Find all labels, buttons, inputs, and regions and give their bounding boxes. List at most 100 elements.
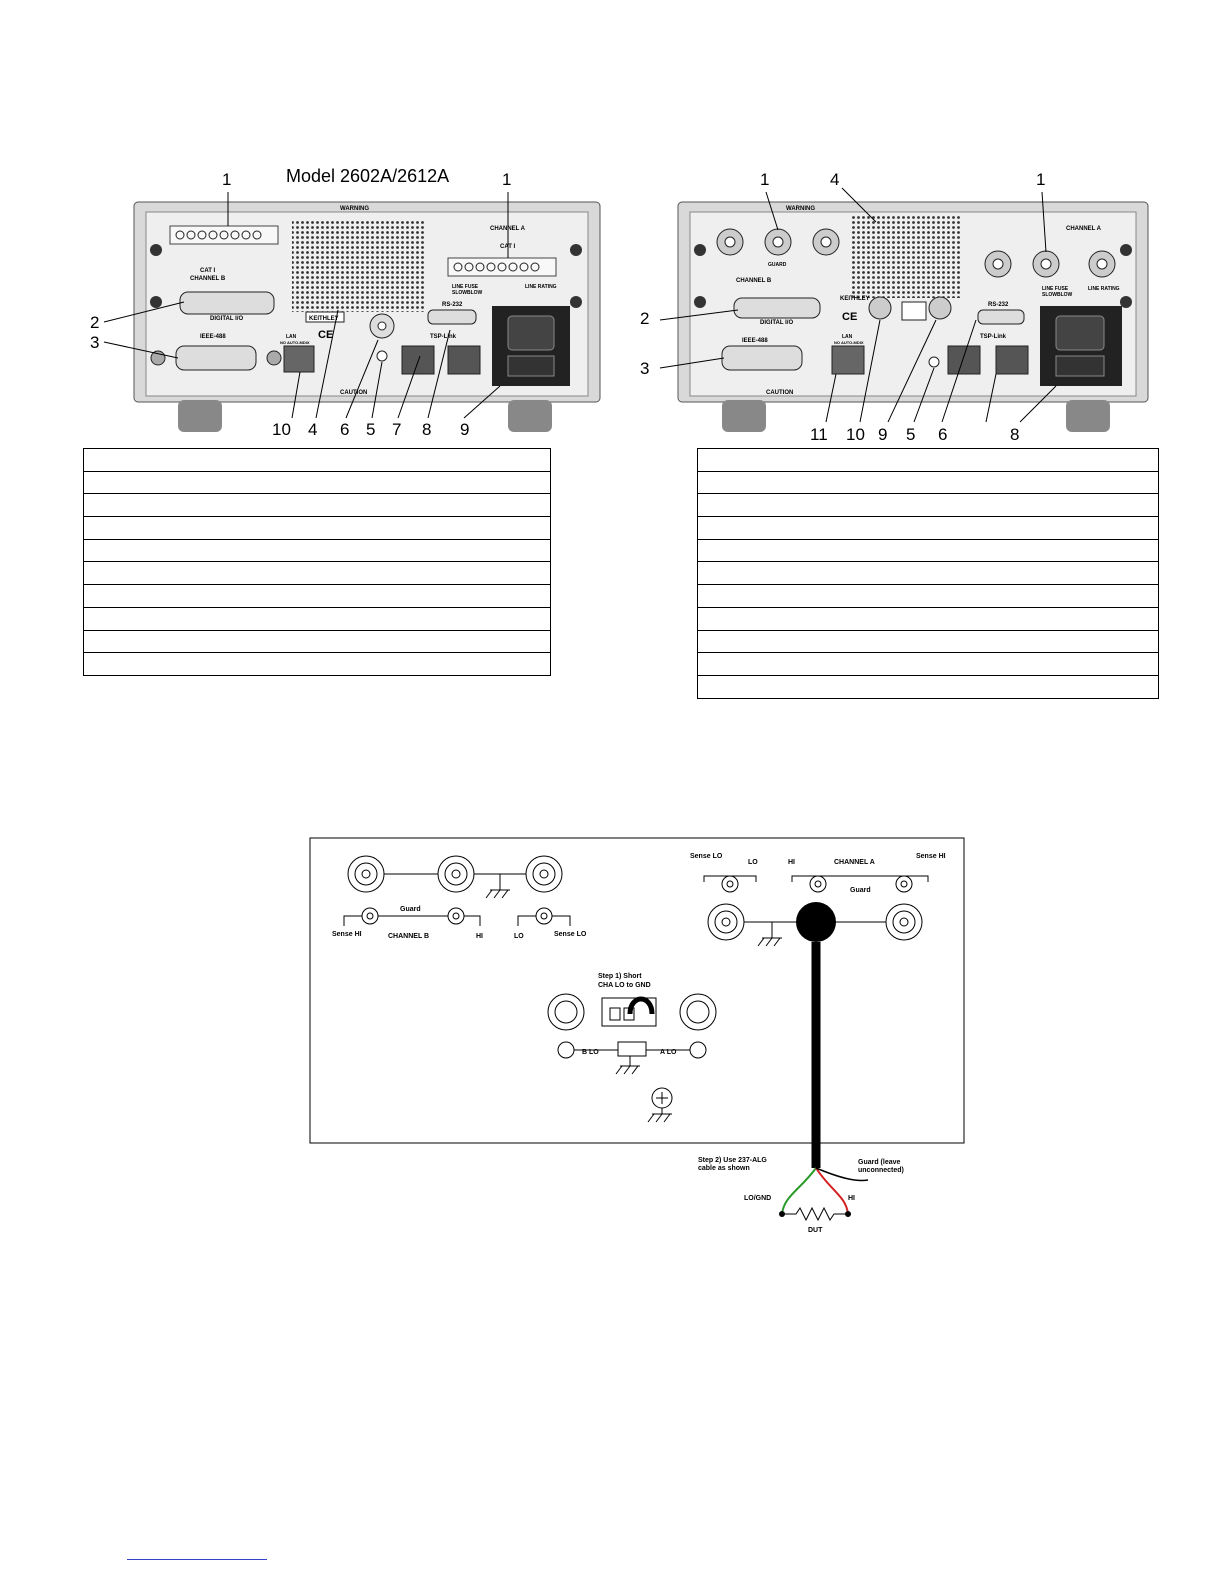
left-callout-4: 4 — [308, 420, 318, 439]
right-channel-b-label: CHANNEL B — [736, 278, 772, 284]
channel-b-terminal-strip — [169, 225, 279, 245]
wiring-hi-out: HI — [848, 1195, 855, 1202]
wiring-lo-b: LO — [514, 933, 524, 940]
left-ce: CE — [318, 329, 333, 341]
table-row — [698, 449, 1158, 472]
left-lan-sub: NO AUTO-MDIX — [280, 340, 310, 345]
right-ground-screw-icon — [928, 356, 940, 368]
right-ieee-label: IEEE-488 — [742, 338, 768, 344]
right-lan-label: LAN — [842, 334, 853, 340]
channel-b-terminals — [175, 230, 262, 240]
left-tsp-port-2 — [447, 345, 481, 375]
left-callout-2: 2 — [90, 313, 100, 332]
left-callout-10: 10 — [272, 420, 291, 439]
left-digital-io-label: DIGITAL I/O — [210, 316, 243, 322]
wiring-sense-hi-b: Sense HI — [332, 931, 362, 938]
wiring-hi-a-top: HI — [788, 859, 795, 866]
table-row — [84, 653, 550, 676]
table-row — [84, 562, 550, 586]
wiring-frame — [309, 837, 965, 1144]
left-tsp-port-1 — [401, 345, 435, 375]
right-brand: KEITHLEY — [840, 296, 870, 302]
dut-resistor-icon — [782, 1206, 848, 1222]
channel-a-terminal-strip — [447, 257, 557, 277]
table-row — [84, 540, 550, 563]
left-rs232-connector — [427, 309, 477, 325]
table-row — [84, 517, 550, 540]
left-lan-label: LAN — [286, 334, 297, 340]
left-callout-9: 9 — [460, 420, 470, 439]
wiring-lo-a: LO — [748, 859, 758, 866]
table-row — [698, 676, 1158, 699]
right-callout-4: 4 — [830, 170, 840, 189]
screw-icon — [1120, 244, 1132, 256]
wiring-a-lo: A LO — [660, 1049, 677, 1056]
table-row — [698, 562, 1158, 586]
table-row — [698, 631, 1158, 654]
wiring-step2-line2: cable as shown — [698, 1165, 750, 1172]
wiring-lo-gnd: LO/GND — [744, 1195, 771, 1202]
left-vent-grille — [292, 220, 426, 312]
left-foot — [508, 400, 552, 432]
right-digital-io-label: DIGITAL I/O — [760, 320, 793, 326]
wiring-guard-b: Guard — [400, 906, 421, 913]
left-tsp-label: TSP-Link — [430, 334, 457, 340]
right-channel-a-label: CHANNEL A — [1066, 226, 1102, 232]
right-line-rating: LINE RATING — [1088, 286, 1120, 292]
right-vent-grille — [850, 216, 960, 298]
right-rs232-connector — [977, 309, 1025, 325]
wiring-dut: DUT — [808, 1227, 823, 1234]
right-channel-b-triax — [716, 228, 840, 256]
left-callout-3: 3 — [90, 333, 100, 352]
left-foot — [178, 400, 222, 432]
ground-icon — [757, 922, 782, 947]
left-ieee-connector — [175, 345, 257, 371]
right-line-fuse-sub: SLOWBLOW — [1042, 292, 1073, 298]
right-callout-1a: 1 — [760, 170, 770, 189]
hi-wire — [815, 1167, 849, 1215]
left-callout-7: 7 — [392, 420, 402, 439]
right-ieee-connector — [721, 345, 803, 371]
left-callout-6: 6 — [340, 420, 350, 439]
right-line-fuse: LINE FUSE — [1042, 286, 1069, 292]
wiring-channel-a-triax — [707, 903, 923, 941]
table-row — [698, 585, 1158, 608]
footer-link-underline[interactable] — [127, 1557, 267, 1560]
wiring-step1-line1: Step 1) Short — [598, 973, 642, 980]
wiring-sense-hi-a: Sense HI — [916, 853, 946, 860]
left-digital-io-connector — [179, 291, 275, 315]
wiring-sense-lo-a: Sense LO — [690, 853, 723, 860]
right-callout-10: 10 — [846, 425, 865, 444]
left-callout-5: 5 — [366, 420, 376, 439]
screw-icon — [694, 244, 706, 256]
right-callout-2: 2 — [640, 309, 650, 328]
left-ground-screw-icon — [376, 350, 388, 362]
channel-a-terminals — [453, 262, 540, 272]
right-caution: CAUTION — [766, 390, 793, 396]
screw-icon — [570, 296, 582, 308]
table-row — [84, 472, 550, 495]
screw-icon — [150, 296, 162, 308]
right-foot — [1066, 400, 1110, 432]
wiring-hi-b: HI — [476, 933, 483, 940]
right-interlock — [901, 301, 927, 321]
right-channel-a-triax — [984, 250, 1116, 278]
right-callout-9: 9 — [878, 425, 888, 444]
left-panel-diagram: WARNING CAUTION CAT I CHANNEL B CHANNEL … — [103, 192, 601, 432]
left-lan-port — [283, 345, 315, 373]
left-callout-8: 8 — [422, 420, 432, 439]
left-panel-title: Model 2602A/2612A — [286, 166, 450, 186]
right-guard-b: GUARD — [768, 262, 787, 268]
wiring-guard-a: Guard — [850, 887, 871, 894]
left-brand: KEITHLEY — [309, 316, 339, 322]
left-callout-1b: 1 — [502, 170, 512, 189]
right-tsp-label: TSP-Link — [980, 334, 1007, 340]
right-callout-11: 11 — [810, 425, 828, 444]
left-legend-table — [83, 448, 551, 676]
right-panel-diagram: WARNING CAUTION CHANNEL B GUARD CHANNEL … — [659, 187, 1149, 432]
wiring-guard-note-line2: unconnected) — [858, 1167, 904, 1174]
wiring-b-lo: B LO — [582, 1049, 599, 1056]
wiring-channel-a: CHANNEL A — [834, 859, 875, 866]
wiring-channel-b: CHANNEL B — [388, 933, 429, 940]
screw-icon — [570, 244, 582, 256]
